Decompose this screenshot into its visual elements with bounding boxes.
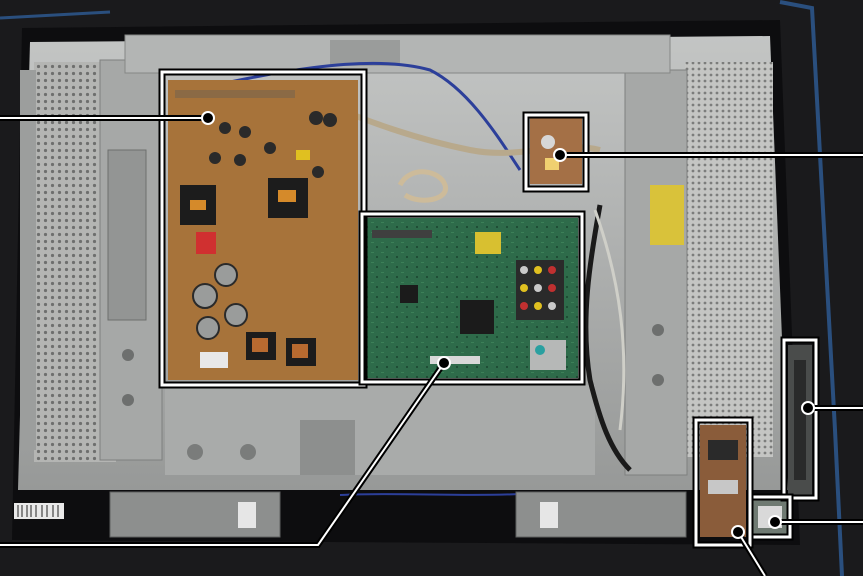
black-harness: [583, 204, 632, 472]
right-perf-panel: [685, 62, 773, 457]
mat-stripe-right: [779, 0, 844, 576]
callouts: [0, 68, 863, 576]
caution-label: [650, 185, 684, 245]
center-plate: [165, 385, 595, 475]
small-board-callout: [522, 111, 863, 193]
main-board-components: [372, 230, 566, 370]
power-board-components: [175, 90, 337, 368]
beige-loop: [397, 169, 448, 203]
right-bracket: [624, 69, 688, 476]
mat-stripe-left: [0, 10, 111, 20]
right-panel-callout: [780, 336, 863, 502]
main-board-callout: [0, 210, 586, 548]
keyboard-callout: [692, 416, 768, 576]
